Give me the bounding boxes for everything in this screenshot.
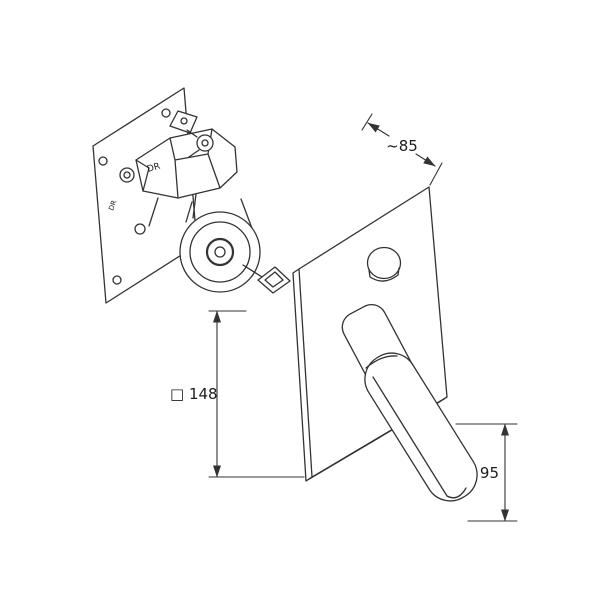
dimension-handle-length: 95 <box>455 423 518 522</box>
mounting-screw-top <box>161 108 171 118</box>
lower-boss <box>134 223 146 235</box>
stop-knob-center <box>201 139 209 147</box>
dimension-plate-extension-lines <box>208 310 305 478</box>
cartridge-stem-line <box>242 264 263 278</box>
diverter-button-side <box>368 267 400 282</box>
handle-paddle <box>364 352 478 502</box>
cartridge-stem-square-inner <box>264 271 284 288</box>
dimension-handle-label: 95 <box>480 464 499 482</box>
body-connector-lines <box>148 193 254 232</box>
cartridge-core <box>214 246 226 258</box>
dimension-depth-arrow-lower <box>415 153 436 167</box>
dimension-plate-label: □ 148 <box>170 385 218 403</box>
cartridge-stem-square <box>257 266 291 294</box>
dimension-depth: ~85 <box>361 113 443 186</box>
valve-top-fitting-screw <box>180 117 188 125</box>
rough-in-valve-assembly: DR DR <box>92 87 291 304</box>
dimension-depth-arrow-upper <box>367 122 390 137</box>
valve-body-marking: DR <box>146 162 161 175</box>
left-boss-center <box>123 171 131 179</box>
cartridge-ring <box>205 237 235 267</box>
handle-paddle-contours <box>365 355 467 499</box>
valve-side-marking: DR <box>107 199 118 211</box>
stop-knob <box>196 134 214 152</box>
lever-handle <box>341 303 478 502</box>
dimension-plate-size: □ 148 <box>170 310 305 478</box>
faceplate-thickness-edge <box>292 268 448 482</box>
dimension-depth-witness-lines <box>361 113 443 186</box>
valve-top-fitting <box>169 110 198 134</box>
stop-knob-lines <box>186 129 200 158</box>
cartridge-mid <box>189 221 251 283</box>
mounting-screw-bottom <box>112 275 122 285</box>
cartridge-outer <box>179 211 261 293</box>
mounting-screw-left <box>98 156 108 166</box>
dimension-depth-label: ~85 <box>386 137 418 155</box>
diverter-button <box>366 246 402 280</box>
left-boss <box>119 167 135 183</box>
